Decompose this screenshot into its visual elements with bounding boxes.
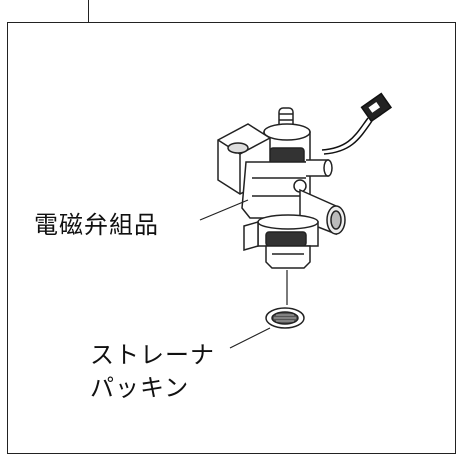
leader-lines xyxy=(199,199,288,349)
strainer-label-line1: ストレーナ xyxy=(90,341,215,369)
header-divider-line xyxy=(88,0,89,22)
diagram-frame xyxy=(7,22,456,454)
strainer-packing xyxy=(265,307,305,329)
solenoid-valve-label: 電磁弁組品 xyxy=(34,211,159,239)
strainer-label-line2: パッキン xyxy=(90,374,190,402)
solenoid-valve-body xyxy=(217,107,346,269)
wire-connector xyxy=(321,92,393,155)
